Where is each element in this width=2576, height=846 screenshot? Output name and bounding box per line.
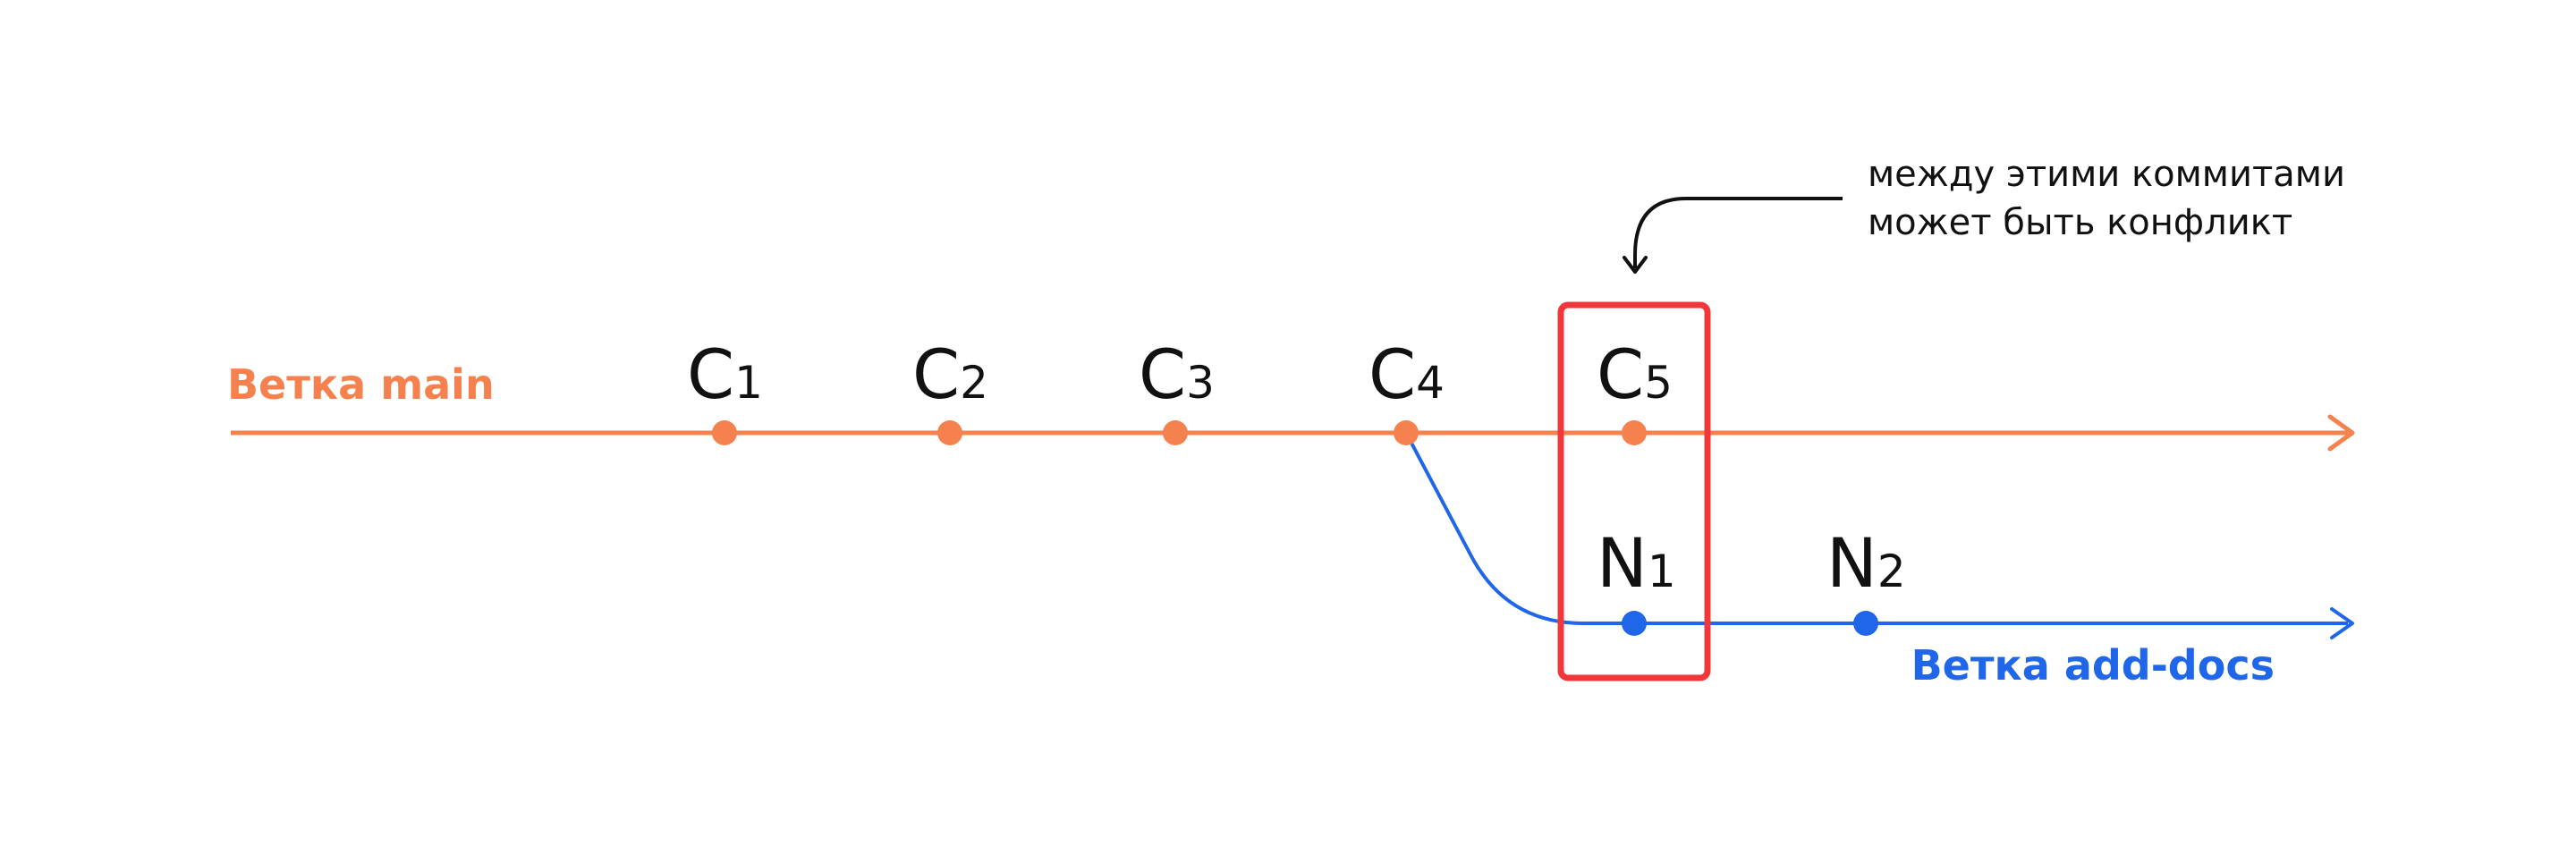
commit-dot [1853, 611, 1878, 636]
add-docs-branch-line [1404, 432, 2348, 625]
add-docs-branch-label: Ветка add-docs [1911, 641, 2275, 689]
commit-index: 2 [1877, 546, 1906, 597]
svg-text:N1: N1 [1597, 523, 1676, 603]
svg-text:C3: C3 [1139, 334, 1215, 414]
commit-dot [712, 420, 737, 445]
conflict-note-line2: может быть конфликт [1868, 202, 2292, 243]
conflict-note-line1: между этими коммитами [1868, 154, 2345, 195]
commit-letter: C [1597, 334, 1644, 414]
commit-index: 1 [734, 357, 763, 409]
commit-index: 5 [1644, 357, 1673, 409]
main-commit: C2 [912, 334, 988, 445]
commit-dot [1394, 420, 1419, 445]
add-docs-commit: N1 [1597, 523, 1676, 636]
main-commit: C1 [687, 334, 763, 445]
svg-text:C4: C4 [1368, 334, 1445, 414]
annotation-arrow [1633, 197, 1843, 268]
svg-text:C5: C5 [1597, 334, 1673, 414]
main-commit: C5 [1597, 334, 1673, 445]
annotation-arrowhead [1623, 256, 1648, 274]
main-commit: C3 [1139, 334, 1215, 445]
main-branch-label: Ветка main [227, 360, 495, 409]
commit-index: 2 [960, 357, 988, 409]
commit-dot [1622, 611, 1647, 636]
commit-index: 1 [1648, 546, 1676, 597]
main-branch-arrowhead [2327, 414, 2355, 452]
commit-index: 4 [1416, 357, 1445, 409]
commit-letter: N [1597, 523, 1648, 603]
main-commit: C4 [1368, 334, 1445, 445]
commit-letter: C [1368, 334, 1416, 414]
commit-letter: C [687, 334, 734, 414]
conflict-highlight-box [1557, 301, 1711, 681]
svg-text:N2: N2 [1826, 523, 1906, 603]
commit-letter: N [1826, 523, 1877, 603]
commit-letter: C [1139, 334, 1186, 414]
svg-text:C2: C2 [912, 334, 988, 414]
commit-dot [937, 420, 962, 445]
commit-dot [1163, 420, 1188, 445]
commit-letter: C [912, 334, 960, 414]
commit-dot [1622, 420, 1647, 445]
commit-index: 3 [1186, 357, 1215, 409]
add-docs-branch-arrowhead [2330, 607, 2354, 639]
svg-text:C1: C1 [687, 334, 763, 414]
add-docs-commit: N2 [1826, 523, 1906, 636]
